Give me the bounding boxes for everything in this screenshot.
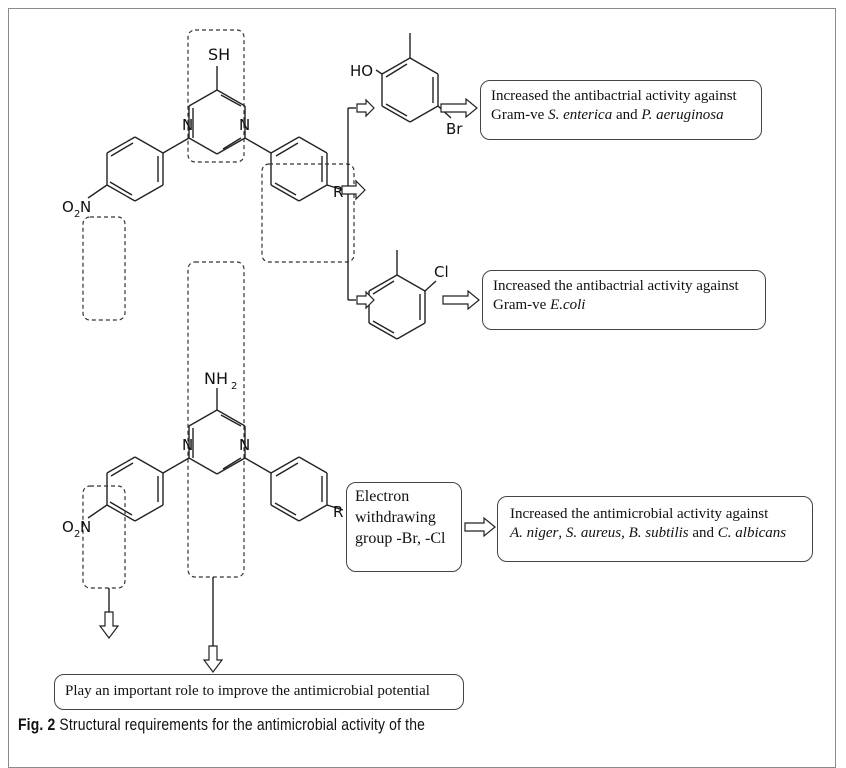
s2-n-right: N: [239, 436, 250, 454]
box-important-role: Play an important role to improve the an…: [54, 674, 464, 710]
s2-r-label: R: [333, 503, 343, 521]
fragment-chloro-bonds: [368, 250, 437, 340]
s2-nitro-o: O: [62, 518, 74, 536]
figure-caption: Fig. 2 Structural requirements for the a…: [18, 715, 426, 734]
hollow-arrows: [98, 97, 496, 673]
s2-nh-label: NH: [204, 369, 228, 388]
s2-nh-sub: 2: [231, 381, 237, 392]
phenol-br-label: Br: [446, 120, 463, 138]
phenol-ho-label: HO: [350, 62, 373, 80]
s2-nitro-sub: 2: [74, 529, 80, 540]
box-ewg-line1: Electron: [355, 488, 410, 505]
box-ewg-line3: group -Br, -Cl: [355, 529, 446, 547]
box-chloro-line2: Gram-ve E.coli: [493, 296, 586, 313]
s1-nitro-sub: 2: [74, 209, 80, 220]
box-bottom-text: Play an important role to improve the an…: [65, 683, 430, 699]
box-antimicrobial-activity: Increased the antimicrobial activity aga…: [497, 496, 813, 562]
box-phenol-line2: Gram-ve S. enterica and P. aeruginosa: [491, 106, 724, 123]
s1-nitro-n: N: [80, 198, 91, 216]
s2-n-left: N: [182, 436, 193, 454]
s1-n-right: N: [239, 116, 250, 134]
chloro-cl-label: Cl: [434, 263, 449, 281]
box-phenol-line1: Increased the antibactrial activity agai…: [491, 88, 737, 104]
box-electron-withdrawing: Electron withdrawing group -Br, -Cl: [346, 482, 462, 572]
structure1-bonds: [87, 66, 344, 202]
highlight-boxes: [82, 29, 355, 589]
s1-sh-label: SH: [208, 45, 230, 64]
fragment-phenol-bonds: [375, 33, 452, 123]
branch-lines: [108, 107, 356, 650]
box-phenol-activity: Increased the antibactrial activity agai…: [480, 80, 762, 140]
box-chloro-line1: Increased the antibactrial activity agai…: [493, 278, 739, 294]
s2-nitro-n: N: [80, 518, 91, 536]
box-ewg-line2: withdrawing: [355, 508, 436, 526]
s1-n-left: N: [182, 116, 193, 134]
box-antimicrobial-line2: A. niger, S. aureus, B. subtilis and C. …: [510, 524, 787, 541]
box-antimicrobial-line1: Increased the antimicrobial activity aga…: [510, 506, 769, 522]
s1-r-label: R: [333, 183, 343, 201]
structure2-bonds: [87, 388, 344, 522]
s1-nitro-o: O: [62, 198, 74, 216]
box-chloro-activity: Increased the antibactrial activity agai…: [482, 270, 766, 330]
